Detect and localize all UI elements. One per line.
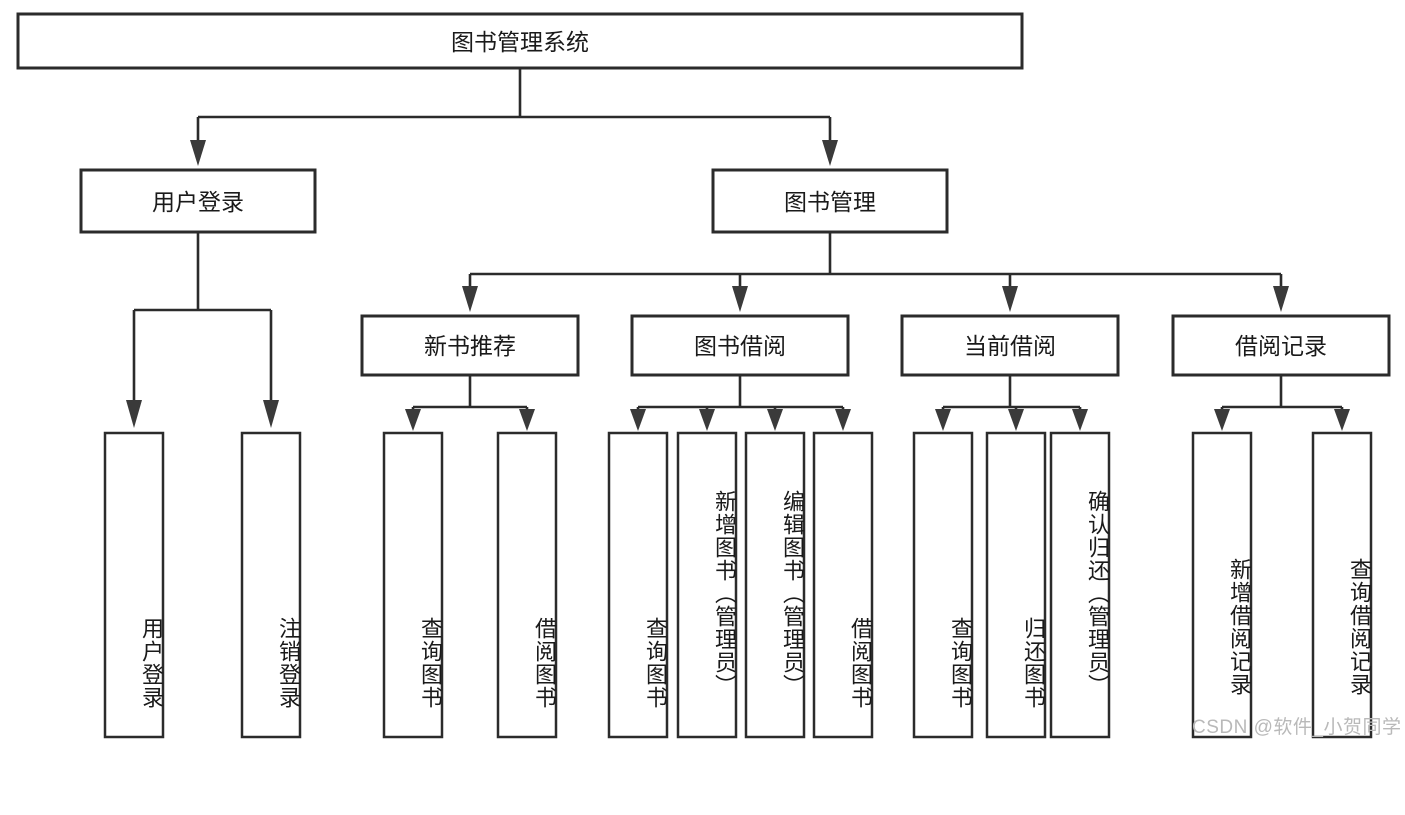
- arrowhead-br-1: [1214, 409, 1230, 431]
- node-current-borrow-label: 当前借阅: [964, 333, 1056, 359]
- leaf-rect-current-borrow-0[interactable]: [912, 431, 974, 739]
- arrowhead-root-1: [190, 140, 206, 166]
- connector-group-user-login: [126, 232, 279, 428]
- node-book-borrow-rect[interactable]: [630, 314, 850, 377]
- connector-group-new-book: [405, 375, 535, 431]
- arrowhead-bb-2: [699, 409, 715, 431]
- leaf-rect-book-borrow-1[interactable]: [676, 431, 738, 739]
- connector-group-book-borrow: [630, 375, 851, 431]
- node-book-manage-rect[interactable]: [711, 168, 949, 234]
- node-borrow-records-rect[interactable]: [1171, 314, 1391, 377]
- arrowhead-bb-4: [835, 409, 851, 431]
- flowchart-canvas: 图书管理系统 用户登录 图书管理 新书推荐 图书借阅 当前借阅 借阅记录: [16, 12, 1391, 739]
- leaf-rect-new-book-0[interactable]: [382, 431, 444, 739]
- node-current-borrow-rect[interactable]: [900, 314, 1120, 377]
- leaf-rect-user-login-0[interactable]: [103, 431, 165, 739]
- arrowhead-bm-4: [1273, 286, 1289, 312]
- node-user-login-rect[interactable]: [79, 168, 317, 234]
- node-new-book-recommend-label: 新书推荐: [424, 333, 516, 359]
- node-new-book-recommend[interactable]: 新书推荐: [360, 314, 580, 377]
- arrowhead-bm-3: [1002, 286, 1018, 312]
- arrowhead-cb-3: [1072, 409, 1088, 431]
- node-user-login-label: 用户登录: [152, 189, 244, 215]
- arrowhead-bm-2: [732, 286, 748, 312]
- node-root-label: 图书管理系统: [451, 29, 589, 55]
- arrowhead-root-2: [822, 140, 838, 166]
- flowchart-diagram: 图书管理系统 用户登录 图书管理 新书推荐 图书借阅 当前借阅 借阅记录: [16, 12, 1402, 739]
- arrowhead-nb-1: [405, 409, 421, 431]
- node-book-borrow[interactable]: 图书借阅: [630, 314, 850, 377]
- arrowhead-user-login-2: [263, 400, 279, 428]
- connector-group-book-manage: [462, 232, 1289, 312]
- node-book-manage[interactable]: 图书管理: [711, 168, 949, 234]
- leaf-rect-book-borrow-2[interactable]: [744, 431, 806, 739]
- leaf-rect-borrow-records-1[interactable]: [1311, 431, 1373, 739]
- connector-group-current-borrow: [935, 375, 1088, 431]
- node-user-login[interactable]: 用户登录: [79, 168, 317, 234]
- node-root[interactable]: 图书管理系统: [16, 12, 1024, 70]
- watermark-text: CSDN @软件_小贺同学: [1192, 717, 1402, 738]
- leaf-rect-current-borrow-2[interactable]: [1049, 431, 1111, 739]
- connector-group-root: [190, 68, 838, 166]
- arrowhead-bb-1: [630, 409, 646, 431]
- leaf-rect-user-login-1[interactable]: [240, 431, 302, 739]
- arrowhead-bm-1: [462, 286, 478, 312]
- leaf-rect-book-borrow-3[interactable]: [812, 431, 874, 739]
- arrowhead-cb-2: [1008, 409, 1024, 431]
- arrowhead-bb-3: [767, 409, 783, 431]
- node-book-manage-label: 图书管理: [784, 189, 876, 215]
- leaf-rect-current-borrow-1[interactable]: [985, 431, 1047, 739]
- arrowhead-user-login-1: [126, 400, 142, 428]
- node-book-borrow-label: 图书借阅: [694, 333, 786, 359]
- leaf-rect-book-borrow-0[interactable]: [607, 431, 669, 739]
- node-current-borrow[interactable]: 当前借阅: [900, 314, 1120, 377]
- arrowhead-br-2: [1334, 409, 1350, 431]
- leaf-rect-borrow-records-0[interactable]: [1191, 431, 1253, 739]
- node-new-book-recommend-rect[interactable]: [360, 314, 580, 377]
- node-borrow-records[interactable]: 借阅记录: [1171, 314, 1391, 377]
- arrowhead-nb-2: [519, 409, 535, 431]
- arrowhead-cb-1: [935, 409, 951, 431]
- node-root-rect[interactable]: [16, 12, 1024, 70]
- connector-group-borrow-records: [1214, 375, 1350, 431]
- node-borrow-records-label: 借阅记录: [1235, 333, 1327, 359]
- leaf-rect-new-book-1[interactable]: [496, 431, 558, 739]
